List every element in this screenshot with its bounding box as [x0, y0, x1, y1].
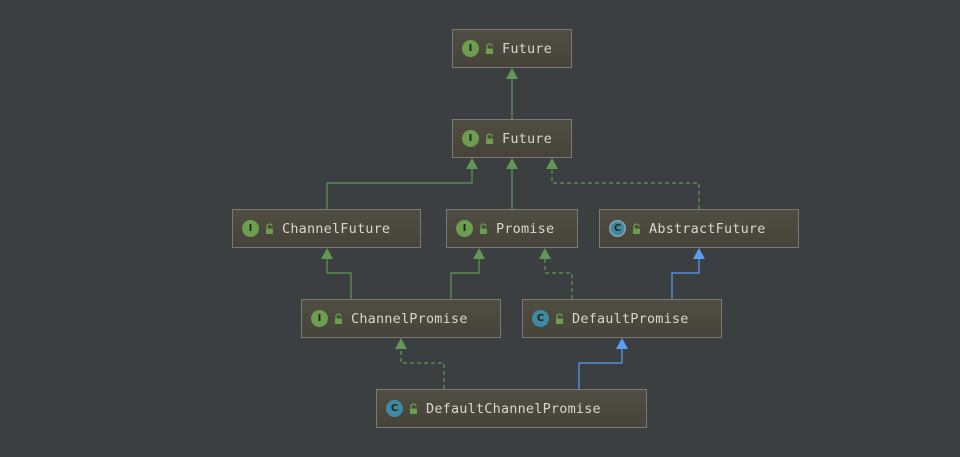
class-icon: C	[386, 400, 403, 417]
class-icon: C	[532, 310, 549, 327]
public-access-icon	[410, 402, 417, 414]
interface-icon: I	[242, 220, 259, 237]
edge-arrowhead	[321, 248, 333, 259]
edge-arrowhead	[539, 248, 551, 259]
node-label: ChannelPromise	[351, 310, 468, 327]
edge-channel-promise-to-channel-future	[321, 248, 352, 299]
node-channel-promise[interactable]: I ChannelPromise	[301, 299, 501, 338]
edge-line	[400, 348, 445, 389]
public-access-icon	[633, 222, 640, 234]
public-access-icon	[486, 132, 493, 144]
edge-promise-to-future-netty	[506, 158, 518, 209]
node-label: Future	[502, 40, 552, 57]
edge-future-netty-to-future-jdk	[506, 68, 518, 119]
edge-line	[326, 168, 473, 209]
edge-arrowhead	[473, 248, 485, 259]
public-access-icon	[266, 222, 273, 234]
edge-default-promise-to-abstract-future	[671, 248, 705, 299]
edge-arrowhead	[466, 158, 478, 169]
interface-icon: I	[311, 310, 328, 327]
interface-icon: I	[462, 40, 479, 57]
node-label: DefaultPromise	[572, 310, 689, 327]
node-label: Future	[502, 130, 552, 147]
edge-default-promise-to-promise	[539, 248, 573, 299]
node-label: DefaultChannelPromise	[426, 400, 601, 417]
abstract-class-icon: C	[609, 220, 626, 237]
node-promise[interactable]: I Promise	[446, 209, 578, 248]
node-label: ChannelFuture	[282, 220, 391, 237]
edge-arrowhead	[506, 158, 518, 169]
edge-channel-promise-to-promise	[450, 248, 485, 299]
edge-arrowhead	[546, 158, 558, 169]
node-channel-future[interactable]: I ChannelFuture	[232, 209, 421, 248]
node-abstract-future[interactable]: C AbstractFuture	[599, 209, 799, 248]
edge-line	[551, 168, 700, 209]
edge-abstract-future-to-future-netty	[546, 158, 700, 209]
edge-line	[450, 258, 480, 299]
edge-line	[578, 348, 623, 389]
node-label: Promise	[496, 220, 555, 237]
edge-arrowhead	[506, 68, 518, 79]
public-access-icon	[556, 312, 563, 324]
public-access-icon	[480, 222, 487, 234]
node-default-promise[interactable]: C DefaultPromise	[522, 299, 722, 338]
public-access-icon	[335, 312, 342, 324]
node-default-channel-promise[interactable]: C DefaultChannelPromise	[376, 389, 647, 428]
edge-channel-future-to-future-netty	[326, 158, 478, 209]
edge-arrowhead	[395, 338, 407, 349]
public-access-icon	[486, 42, 493, 54]
edge-line	[544, 258, 573, 299]
node-future-netty[interactable]: I Future	[452, 119, 572, 158]
interface-icon: I	[456, 220, 473, 237]
node-future-jdk[interactable]: I Future	[452, 29, 572, 68]
edge-default-channel-promise-to-channel-promise	[395, 338, 445, 389]
edge-default-channel-promise-to-default-promise	[578, 338, 628, 389]
edge-arrowhead	[616, 338, 628, 349]
edge-line	[671, 258, 700, 299]
interface-icon: I	[462, 130, 479, 147]
edge-arrowhead	[693, 248, 705, 259]
node-label: AbstractFuture	[649, 220, 766, 237]
edge-line	[326, 258, 352, 299]
